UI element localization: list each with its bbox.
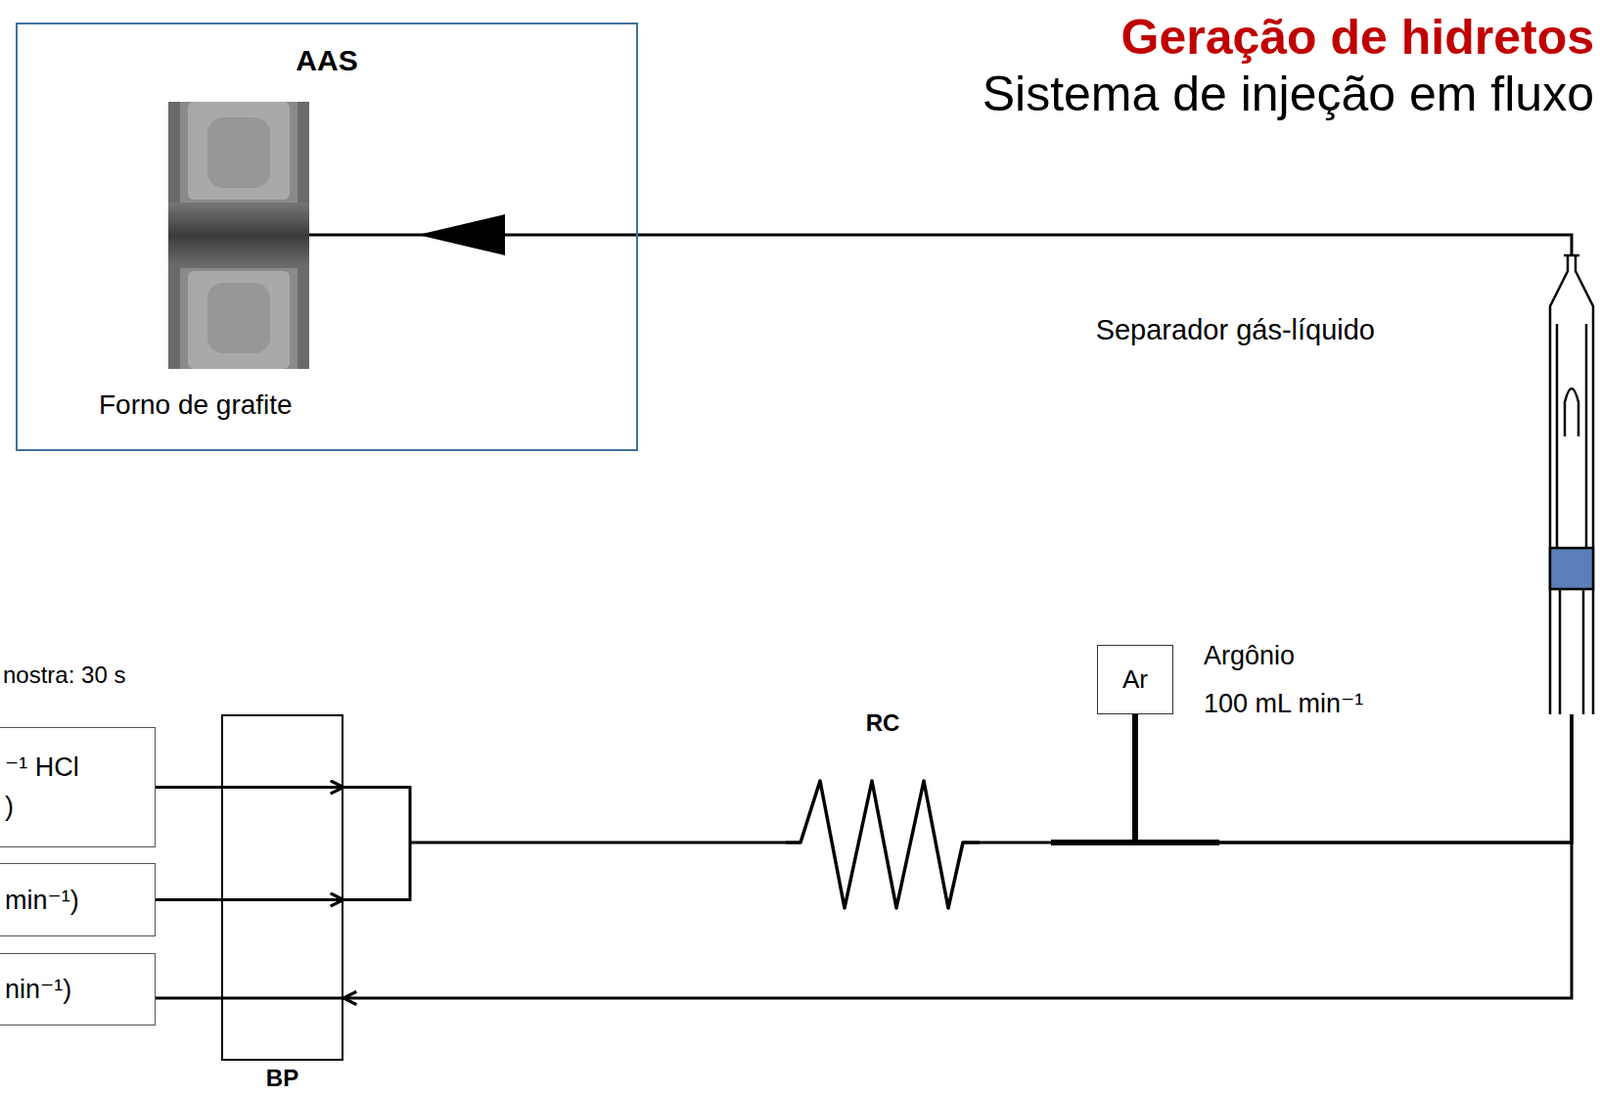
flow-line [343,714,1572,999]
flow-rate-label: 100 mL min⁻¹ [1203,687,1364,720]
tube-line [155,898,344,902]
reaction-coil: RC [785,709,980,915]
contact-notch [207,282,271,354]
furnace-label: Forno de grafite [98,389,293,421]
flow-line [155,998,344,1000]
solution-text: nin⁻¹) [0,973,72,1006]
solution-box: min⁻¹) [0,863,156,937]
solution-box: nin⁻¹) [0,953,156,1026]
contact-notch [207,117,271,188]
solution-text: min⁻¹) [0,884,80,916]
furnace-body [168,101,310,369]
flow-line [155,899,344,901]
note-text: nostra: 30 s [2,661,126,689]
gas-box: Ar [1097,644,1174,715]
pump-label: BP [223,1066,342,1091]
separator-picture [1546,255,1598,715]
flow-line [1135,714,1572,843]
tube-line [343,787,786,901]
separator-inner-wall [1556,323,1587,549]
graphite-furnace-picture [168,101,310,369]
contact-top [187,101,290,200]
coil-zigzag [785,780,980,909]
subtitle: Sistema de injeção em fluxo [982,64,1595,124]
graphite-furnace: Forno de grafite [168,101,310,369]
separator-inner-tube [1564,388,1579,437]
separator-label: Separador gás-líquido [1096,314,1375,347]
gas-text: Ar [1122,664,1148,695]
separator-cap [1563,254,1580,258]
gas-liquid-separator: Separador gás-líquido [1546,255,1598,715]
gas-label: Argônio [1203,640,1295,672]
tube-line [979,714,1572,843]
separator-frit [1550,548,1594,590]
tube-line [1132,714,1139,843]
contact-bottom [187,271,290,369]
page-title: Geração de hidretos [1121,7,1596,67]
tube-line [1135,714,1572,843]
solution-text: ⁻¹ HCl ) [0,748,93,825]
flow-line [155,786,344,788]
tube-line [343,714,1572,999]
separator-lower-wall [1559,589,1584,715]
flow-line [309,214,1572,256]
solution-box: ⁻¹ HCl ) [0,727,156,848]
tube-line [155,997,344,1001]
instrument-box: AAS Forno de grafite [15,22,639,452]
reaction-coil-symbol [785,709,980,915]
graphite-tube [168,202,310,269]
tube-line [155,785,344,789]
instrument-title: AAS [17,44,637,78]
flow-arrowhead [417,214,505,256]
coil-label: RC [785,709,980,738]
flow-line [343,787,786,901]
peristaltic-pump: BP [221,714,344,1061]
flow-line [979,714,1572,843]
